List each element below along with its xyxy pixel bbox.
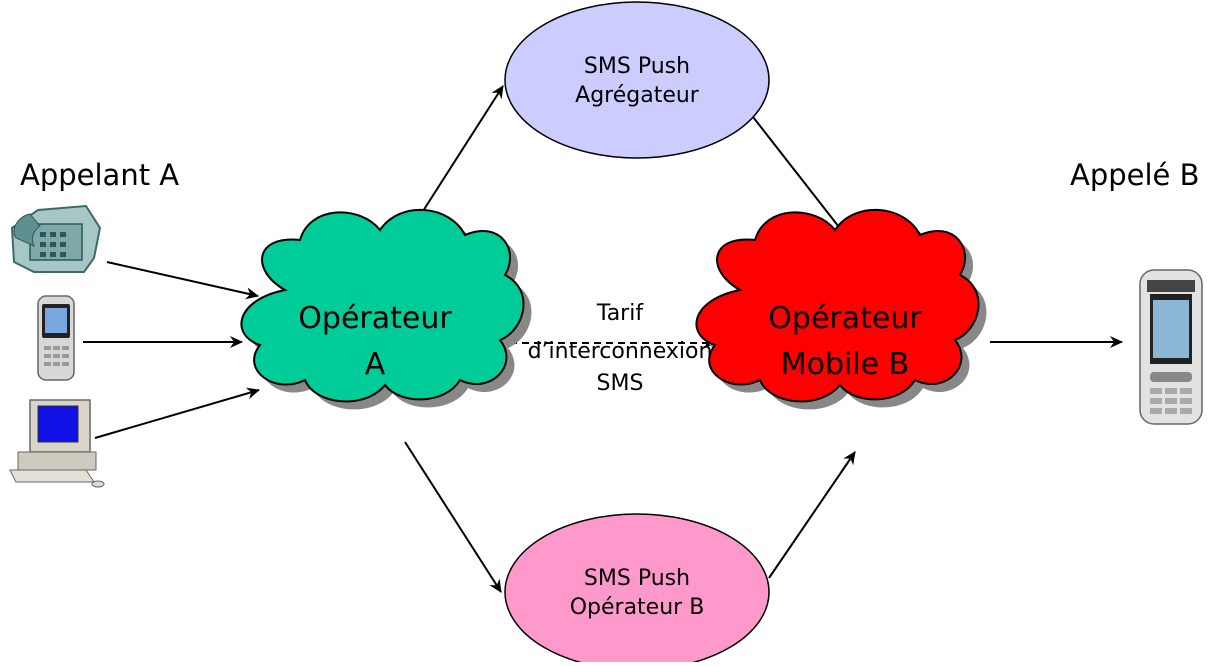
- operator-a-label: Opérateur A: [270, 296, 480, 388]
- caller-label: Appelant A: [20, 158, 180, 192]
- push-operator-b-line1: SMS Push: [583, 566, 691, 591]
- callee-label: Appelé B: [1070, 158, 1200, 192]
- edge-aggregator-to-operator-b: [738, 98, 854, 246]
- callee-phone-icon: [1139, 269, 1203, 425]
- interconnect-line3: SMS: [596, 371, 644, 396]
- desktop-computer-icon: [9, 399, 105, 488]
- operator-b-line2: Mobile B: [780, 347, 910, 382]
- push-operator-b-ellipse: [504, 513, 770, 666]
- edge-deskphone-to-operator-a: [106, 261, 259, 300]
- operator-b-line1: Opérateur: [768, 301, 922, 336]
- edge-operator-a-to-push-b: [404, 441, 502, 593]
- mobile-phone-icon: [37, 295, 75, 381]
- aggregator-label: SMS Push Agrégateur: [537, 52, 737, 110]
- aggregator-line1: SMS Push: [583, 54, 691, 79]
- operator-a-line1: Opérateur: [298, 301, 452, 336]
- interconnect-line1: Tarif: [596, 301, 644, 326]
- interconnect-label: Tarif d’interconnexion SMS: [510, 298, 730, 400]
- aggregator-ellipse: [504, 1, 770, 159]
- operator-b-label: Opérateur Mobile B: [740, 296, 950, 388]
- edge-computer-to-operator-a: [94, 387, 260, 439]
- desk-phone-icon: [10, 204, 102, 273]
- aggregator-line2: Agrégateur: [575, 83, 699, 108]
- edge-push-b-to-operator-b: [768, 451, 856, 579]
- push-operator-b-label: SMS Push Opérateur B: [537, 564, 737, 622]
- operator-a-line2: A: [364, 347, 386, 382]
- push-operator-b-line2: Opérateur B: [569, 595, 705, 620]
- interconnect-line2: d’interconnexion: [527, 339, 713, 364]
